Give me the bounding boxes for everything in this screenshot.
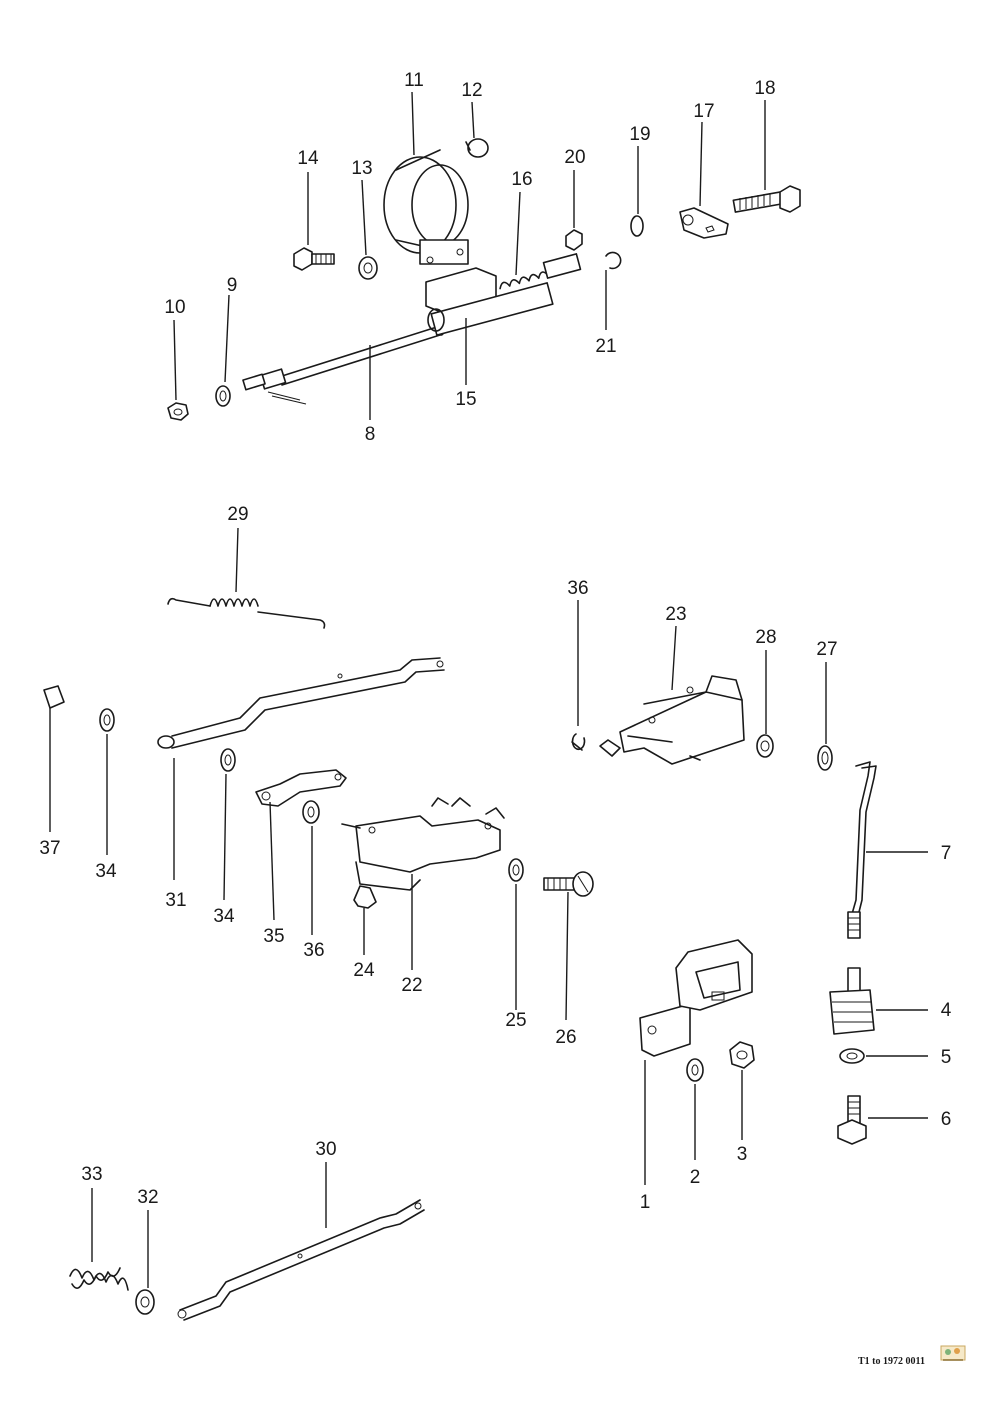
part-29-spring [167, 597, 326, 629]
part-24-cap [353, 885, 377, 909]
callout-35: 35 [263, 926, 284, 947]
callout-12: 12 [461, 80, 482, 101]
part-8-shaft [242, 324, 445, 405]
part-13-washer [358, 256, 378, 280]
callout-27: 27 [816, 639, 837, 660]
callout-11: 11 [404, 70, 424, 91]
part-20-nut [565, 229, 583, 251]
callout-2: 2 [690, 1167, 701, 1188]
part-9-washer [215, 385, 231, 407]
part-11-clamp-ring [383, 149, 469, 265]
diagram-reference-code: T1 to 1972 0011 [858, 1356, 925, 1367]
part-10-nut [167, 402, 189, 421]
callout-18: 18 [754, 78, 775, 99]
part-22-mounting-bracket [341, 797, 505, 891]
callout-17: 17 [693, 101, 714, 122]
publisher-logo-icon [940, 1345, 966, 1361]
part-28-star-washer [756, 734, 774, 758]
callout-30: 30 [315, 1139, 336, 1160]
callout-25: 25 [505, 1010, 526, 1031]
part-26-screw [543, 871, 594, 897]
part-17-lever [679, 207, 729, 239]
callout-7: 7 [941, 843, 952, 864]
part-14-bolt [293, 247, 335, 271]
part-4-rubber-mount [829, 967, 875, 1035]
callout-1: 1 [640, 1192, 651, 1213]
part-31-linkage-rod [157, 657, 445, 749]
callout-8: 8 [365, 424, 376, 445]
callout-19: 19 [629, 124, 650, 145]
part-23-upper-bracket [599, 675, 745, 765]
callout-21: 21 [595, 336, 616, 357]
callout-23: 23 [665, 604, 686, 625]
callout-29: 29 [227, 504, 248, 525]
callout-36-lower: 36 [303, 940, 324, 961]
callout-15: 15 [455, 389, 476, 410]
part-5-washer [839, 1048, 865, 1064]
part-34-washer-left [99, 708, 115, 732]
part-12-cap [465, 138, 489, 158]
callout-4: 4 [941, 1000, 952, 1021]
part-6-bolt [837, 1095, 867, 1145]
callout-9: 9 [227, 275, 238, 296]
callout-13: 13 [351, 158, 372, 179]
part-16-spring [499, 253, 582, 290]
callout-20: 20 [564, 147, 585, 168]
part-2-washer [686, 1058, 704, 1082]
part-32-washer [135, 1289, 155, 1315]
callout-36-upper: 36 [567, 578, 588, 599]
callout-6: 6 [941, 1109, 952, 1130]
callout-3: 3 [737, 1144, 748, 1165]
part-36-clip-upper [571, 733, 586, 751]
callout-32: 32 [137, 1187, 158, 1208]
callout-10: 10 [164, 297, 185, 318]
part-7-bent-rod [847, 761, 877, 939]
callout-33: 33 [81, 1164, 102, 1185]
callout-31: 31 [165, 890, 186, 911]
part-1-support-bracket [639, 939, 753, 1057]
part-21-circlip [605, 251, 622, 270]
part-15-housing [425, 267, 554, 336]
part-27-washer [817, 745, 833, 771]
callout-34-right: 34 [213, 906, 235, 927]
callout-14: 14 [297, 148, 319, 169]
callout-24: 24 [353, 960, 375, 981]
part-37-clip [43, 685, 65, 709]
part-33-spring [69, 1268, 129, 1291]
callout-16: 16 [511, 169, 532, 190]
part-19-washer [630, 215, 644, 237]
part-3-nut [729, 1041, 755, 1069]
callout-26: 26 [555, 1027, 576, 1048]
part-36-washer-lower [302, 800, 320, 824]
callout-28: 28 [755, 627, 776, 648]
part-34-washer-right [220, 748, 236, 772]
part-30-rod [177, 1199, 425, 1321]
part-25-washer [508, 858, 524, 882]
callout-22: 22 [401, 975, 422, 996]
leader-lines [49, 91, 928, 1288]
callout-34-left: 34 [95, 861, 117, 882]
callout-5: 5 [941, 1047, 952, 1068]
part-35-bracket-plate [255, 769, 347, 807]
callout-37: 37 [39, 838, 60, 859]
callout-labels: 1 2 3 4 5 6 7 8 9 10 11 12 13 14 15 16 1… [39, 70, 951, 1213]
part-18-bolt [732, 185, 801, 213]
